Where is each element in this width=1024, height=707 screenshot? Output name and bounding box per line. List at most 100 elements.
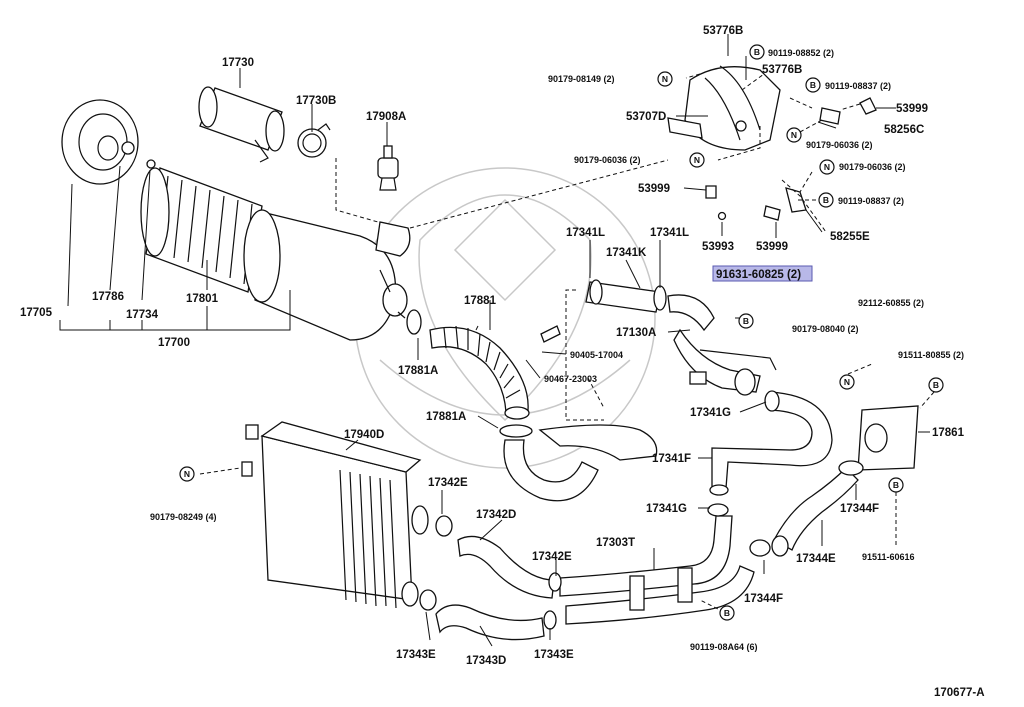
clamp-17881A-top	[397, 309, 422, 335]
part-label[interactable]: 92112-60855 (2)	[858, 298, 924, 308]
part-label[interactable]: 17940D	[344, 429, 384, 441]
sensor-17908A	[377, 145, 399, 191]
clip-90405-17004	[540, 325, 561, 343]
part-label[interactable]: 53776B	[703, 25, 743, 37]
part-label[interactable]: 90119-08852 (2)	[768, 48, 834, 58]
part-label[interactable]: 17341G	[646, 503, 687, 515]
svg-text:N: N	[791, 130, 797, 140]
part-label[interactable]: 17341L	[650, 227, 689, 239]
part-label[interactable]: 17344F	[840, 503, 879, 515]
part-label[interactable]: 53776B	[762, 64, 802, 76]
part-label[interactable]: 17908A	[366, 111, 406, 123]
part-label[interactable]: 17341F	[652, 453, 691, 465]
part-label[interactable]: 90179-06036 (2)	[806, 140, 873, 150]
clamp-17881A-bottom	[499, 424, 533, 438]
part-label[interactable]: 90179-08149 (2)	[548, 74, 615, 84]
svg-text:B: B	[743, 316, 749, 326]
part-label[interactable]: 17342D	[476, 509, 516, 521]
nut-symbol: N	[839, 374, 855, 390]
heat-shield-bracket	[667, 65, 877, 221]
svg-text:N: N	[824, 162, 830, 172]
svg-text:B: B	[724, 608, 730, 618]
part-label[interactable]: 90179-06036 (2)	[574, 155, 641, 165]
nut-symbol: N	[657, 71, 673, 87]
part-label[interactable]: 17730B	[296, 95, 336, 107]
svg-text:N: N	[694, 155, 700, 165]
bolt-symbol: B	[738, 313, 754, 329]
bolt-symbol: B	[888, 477, 904, 493]
hose-17344E	[749, 460, 864, 557]
nut-symbol: N	[786, 127, 802, 143]
part-label[interactable]: 91511-80855 (2)	[898, 350, 964, 360]
part-label[interactable]: 17881A	[426, 411, 466, 423]
part-label[interactable]: 53999	[638, 183, 670, 195]
nut-symbol: N	[179, 466, 195, 482]
svg-text:B: B	[754, 47, 760, 57]
part-label[interactable]: 90119-08837 (2)	[838, 196, 904, 206]
part-label[interactable]: 17705	[20, 307, 53, 319]
nut-symbol: N	[819, 159, 835, 175]
part-label[interactable]: 17730	[222, 57, 254, 69]
part-label[interactable]: 17342E	[428, 477, 468, 489]
part-label[interactable]: 53999	[896, 103, 928, 115]
elbow-hose-lower	[503, 424, 658, 502]
part-label[interactable]: 53707D	[626, 111, 666, 123]
part-label[interactable]: 17343E	[396, 649, 436, 661]
part-label[interactable]: 58256C	[884, 124, 924, 136]
highlighted-part-number[interactable]: 91631-60825 (2)	[716, 269, 801, 281]
part-label[interactable]: 17341G	[690, 407, 731, 419]
svg-text:B: B	[933, 380, 939, 390]
part-label[interactable]: 17700	[158, 337, 190, 349]
part-label[interactable]: 17341K	[606, 247, 647, 259]
diagram-code: 170677-A	[934, 687, 985, 699]
part-label[interactable]: 53993	[702, 241, 734, 253]
highlighted-part-callout[interactable]: 91631-60825 (2)	[712, 265, 813, 282]
part-labels: 53776B 90119-08852 (2) 90179-08149 (2) 5…	[20, 25, 985, 699]
nut-symbol: N	[689, 152, 705, 168]
part-label[interactable]: 17342E	[532, 551, 572, 563]
part-label[interactable]: 90119-08A64 (6)	[690, 642, 758, 652]
hose-17341K	[585, 279, 715, 332]
part-label[interactable]: 90179-08040 (2)	[792, 324, 859, 334]
hose-17343D	[435, 604, 545, 641]
part-label[interactable]: 90405-17004	[570, 350, 623, 360]
pipe-17303T	[559, 515, 755, 625]
pipe-17130A	[673, 328, 777, 396]
part-label[interactable]: 17343E	[534, 649, 574, 661]
part-label[interactable]: 17801	[186, 293, 219, 305]
hose-17881	[429, 325, 530, 420]
svg-text:B: B	[823, 195, 829, 205]
part-label[interactable]: 91511-60616	[862, 552, 915, 562]
svg-text:N: N	[662, 74, 668, 84]
part-label[interactable]: 90467-23003	[544, 374, 597, 384]
part-label[interactable]: 17341L	[566, 227, 605, 239]
part-label[interactable]: 17881	[464, 295, 497, 307]
part-label[interactable]: 17344F	[744, 593, 783, 605]
part-label[interactable]: 17861	[932, 427, 965, 439]
dashed-callout-lines	[199, 73, 935, 613]
part-label[interactable]: 53999	[756, 241, 788, 253]
part-label[interactable]: 17881A	[398, 365, 438, 377]
part-label[interactable]: 17130A	[616, 327, 656, 339]
intake-elbow-upper	[375, 221, 411, 257]
small-clamps	[419, 503, 789, 630]
part-label[interactable]: 90119-08837 (2)	[825, 81, 891, 91]
part-label[interactable]: 17734	[126, 309, 159, 321]
svg-text:B: B	[893, 480, 899, 490]
part-label[interactable]: 17303T	[596, 537, 635, 549]
resonator-17730	[198, 86, 285, 163]
hose-clamp-17730B	[297, 123, 331, 158]
part-label[interactable]: 17343D	[466, 655, 506, 667]
hose-17341F	[709, 390, 833, 496]
part-label[interactable]: 90179-06036 (2)	[839, 162, 906, 172]
bolt-symbol: B	[928, 377, 944, 393]
bolt-symbol: B	[805, 77, 821, 93]
air-cleaner-cap	[61, 99, 156, 185]
bolt-symbol: B	[818, 192, 834, 208]
part-label[interactable]: 58255E	[830, 231, 870, 243]
intercooler-17940D	[241, 421, 429, 609]
part-label[interactable]: 90179-08249 (4)	[150, 512, 217, 522]
part-label[interactable]: 17786	[92, 291, 124, 303]
part-label[interactable]: 17344E	[796, 553, 836, 565]
